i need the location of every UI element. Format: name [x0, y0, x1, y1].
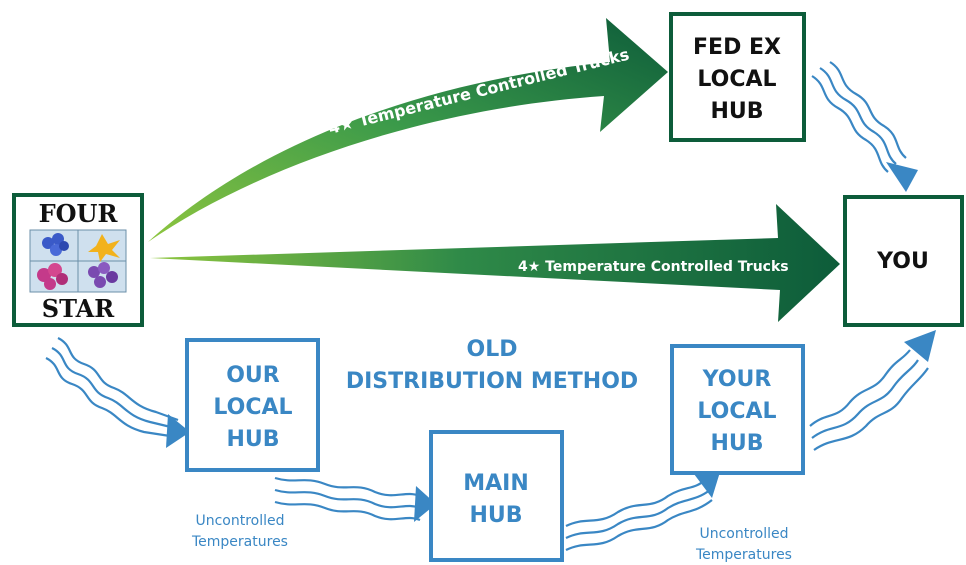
uncontrolled-left-label: Uncontrolled Temperatures [191, 513, 288, 550]
flower-blue-icon [42, 233, 69, 256]
uncontrolled-right-line-1: Uncontrolled [699, 526, 788, 542]
uncontrolled-left-line-1: Uncontrolled [195, 513, 284, 529]
old-method-line-1: OLD [467, 337, 518, 362]
arrowhead-to-your-hub [694, 472, 720, 498]
fedex-line-1: FED EX [693, 35, 781, 60]
wave-logo-to-our-hub [45, 337, 179, 438]
your-hub-line-3: HUB [710, 431, 763, 456]
flower-purple-icon [88, 262, 118, 288]
flower-magenta-icon [37, 263, 68, 290]
wavy-arrowheads [166, 162, 936, 522]
four-star-logo: FOUR STAR [12, 193, 144, 327]
arrowhead-to-you-from-fedex [886, 162, 918, 192]
main-hub-box: MAIN HUB [429, 430, 564, 562]
wavy-shafts [45, 61, 929, 551]
main-hub-line-2: HUB [469, 503, 522, 528]
your-local-hub-box: YOUR LOCAL HUB [670, 344, 805, 475]
wave-your-hub-to-you [809, 349, 929, 451]
logo-text-bottom: STAR [42, 294, 116, 323]
wave-our-hub-to-main [274, 476, 421, 522]
arrowhead-to-you-from-your-hub [904, 330, 936, 362]
old-method-caption: OLD DISTRIBUTION METHOD [346, 337, 638, 394]
uncontrolled-right-label: Uncontrolled Temperatures [695, 526, 792, 563]
wave-fedex-to-you [811, 61, 907, 173]
uncontrolled-left-line-2: Temperatures [191, 534, 288, 550]
you-label: YOU [876, 249, 929, 274]
top-green-arrow [148, 18, 668, 242]
middle-green-arrow [150, 204, 840, 322]
flower-yellow-icon [88, 234, 120, 262]
our-hub-line-3: HUB [226, 427, 279, 452]
our-hub-line-2: LOCAL [213, 395, 292, 420]
middle-arrow-label: 4★ Temperature Controlled Trucks [518, 259, 789, 275]
our-local-hub-box: OUR LOCAL HUB [185, 338, 320, 472]
logo-text-top: FOUR [39, 199, 119, 228]
you-box: YOU [843, 195, 964, 327]
your-hub-line-1: YOUR [702, 367, 772, 392]
arrowhead-to-main-hub [414, 486, 436, 522]
fedex-local-hub-box: FED EX LOCAL HUB [669, 12, 806, 142]
our-hub-line-1: OUR [226, 363, 280, 388]
your-hub-line-2: LOCAL [697, 399, 776, 424]
wave-main-to-your-hub [565, 479, 713, 551]
arrowhead-to-our-hub [166, 414, 190, 448]
old-method-line-2: DISTRIBUTION METHOD [346, 369, 638, 394]
fedex-line-2: LOCAL [697, 67, 776, 92]
uncontrolled-right-line-2: Temperatures [695, 547, 792, 563]
fedex-line-3: HUB [710, 99, 763, 124]
main-hub-line-1: MAIN [463, 471, 529, 496]
